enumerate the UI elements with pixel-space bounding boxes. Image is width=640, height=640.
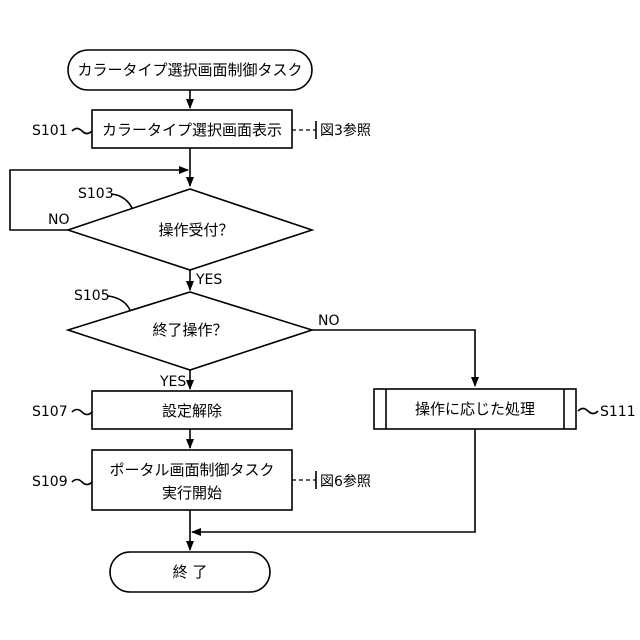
s105-label: 終了操作？ xyxy=(152,321,227,339)
end-label: 終 了 xyxy=(173,563,208,581)
s111-label: 操作に応じた処理 xyxy=(415,400,535,418)
s105-no-label: NO xyxy=(318,313,340,329)
s101-step-id: S101 xyxy=(32,123,68,139)
s103-step-id: S103 xyxy=(78,186,114,202)
s105-no-line xyxy=(312,330,475,386)
s111-step-id: S111 xyxy=(600,404,636,420)
s103-yes-label: YES xyxy=(195,272,222,288)
s109-label-line2: 実行開始 xyxy=(162,484,222,502)
s109-tilde-connector xyxy=(72,480,92,485)
s101-ref-note: 図3参照 xyxy=(320,122,371,139)
s109-step-id: S109 xyxy=(32,474,68,490)
s111-tilde-connector xyxy=(578,409,598,414)
s101-label: カラータイプ選択画面表示 xyxy=(102,121,282,139)
s105-callout xyxy=(108,296,130,310)
s105-yes-label: YES xyxy=(159,374,186,390)
s107-step-id: S107 xyxy=(32,404,68,420)
s109-label-line1: ポータル画面制御タスク xyxy=(109,461,274,479)
s107-label: 設定解除 xyxy=(162,402,222,420)
s103-no-label: NO xyxy=(48,212,70,228)
s105-step-id: S105 xyxy=(74,288,110,304)
s103-callout xyxy=(112,194,132,208)
start-label: カラータイプ選択画面制御タスク xyxy=(77,61,302,79)
s103-label: 操作受付？ xyxy=(158,221,233,239)
s107-tilde-connector xyxy=(72,410,92,415)
s101-tilde-connector xyxy=(72,129,92,134)
s109-ref-note: 図6参照 xyxy=(320,473,371,490)
